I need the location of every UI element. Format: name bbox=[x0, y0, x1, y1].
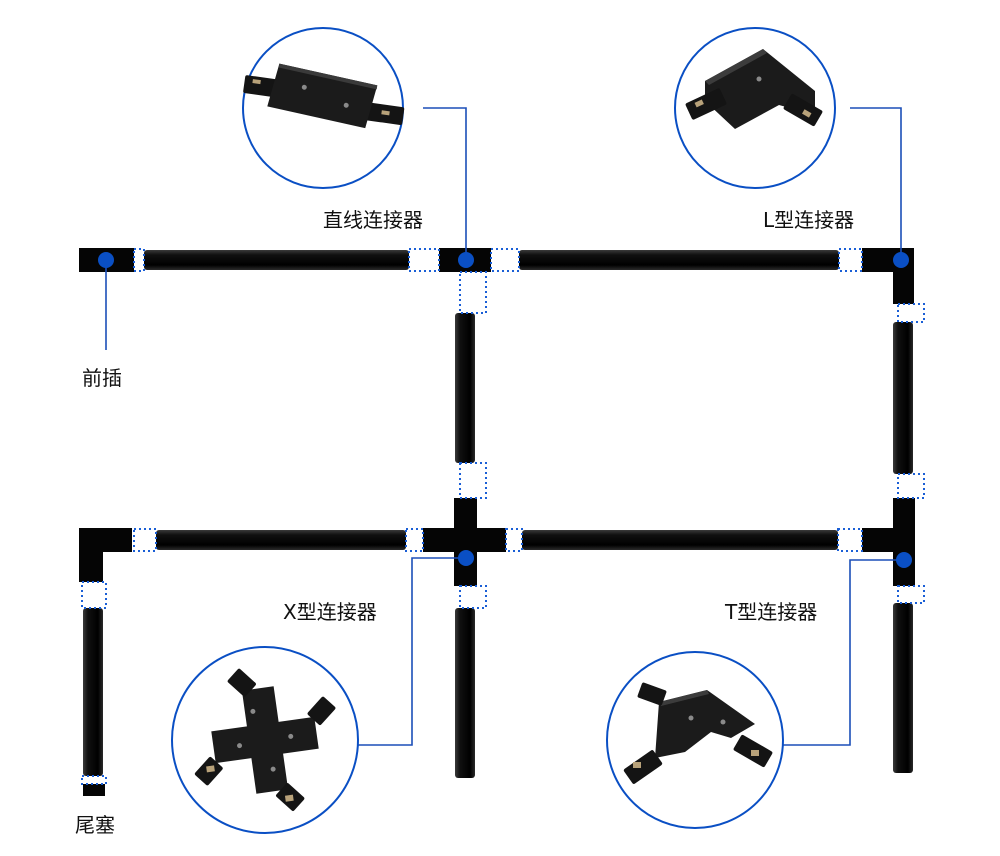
t-connector-label: T型连接器 bbox=[725, 602, 817, 622]
straight-connector-label: 直线连接器 bbox=[323, 210, 423, 230]
callout-lines bbox=[106, 108, 904, 745]
rail-right-lower bbox=[893, 603, 913, 773]
rail-middle-left bbox=[156, 530, 406, 550]
rail-right-upper bbox=[893, 322, 913, 474]
t-connector-block bbox=[862, 498, 915, 586]
straight-connector-marker bbox=[458, 252, 474, 268]
x-connector-label: X型连接器 bbox=[283, 602, 377, 622]
x-connector-marker bbox=[458, 550, 474, 566]
front-plug-label: 前插 bbox=[82, 368, 122, 388]
rail-top-right bbox=[519, 250, 839, 270]
front-plug-marker bbox=[98, 252, 114, 268]
end-cap-label: 尾塞 bbox=[75, 815, 115, 835]
end-cap-block bbox=[83, 784, 105, 796]
t-connector-marker bbox=[896, 552, 912, 568]
rail-center-lower bbox=[455, 608, 475, 778]
t-connector-callout bbox=[607, 652, 783, 828]
rail-center-upper bbox=[455, 313, 475, 463]
l-connector-marker bbox=[893, 252, 909, 268]
x-connector-block bbox=[423, 498, 506, 586]
rail-left-lower bbox=[83, 608, 103, 776]
corner-connector-block bbox=[79, 528, 132, 582]
straight-connector-callout bbox=[240, 28, 408, 188]
l-connector-label: L型连接器 bbox=[763, 210, 854, 230]
rail-middle-right bbox=[522, 530, 838, 550]
x-connector-callout bbox=[172, 647, 358, 833]
rail-top-left bbox=[144, 250, 409, 270]
l-connector-callout bbox=[675, 28, 835, 188]
